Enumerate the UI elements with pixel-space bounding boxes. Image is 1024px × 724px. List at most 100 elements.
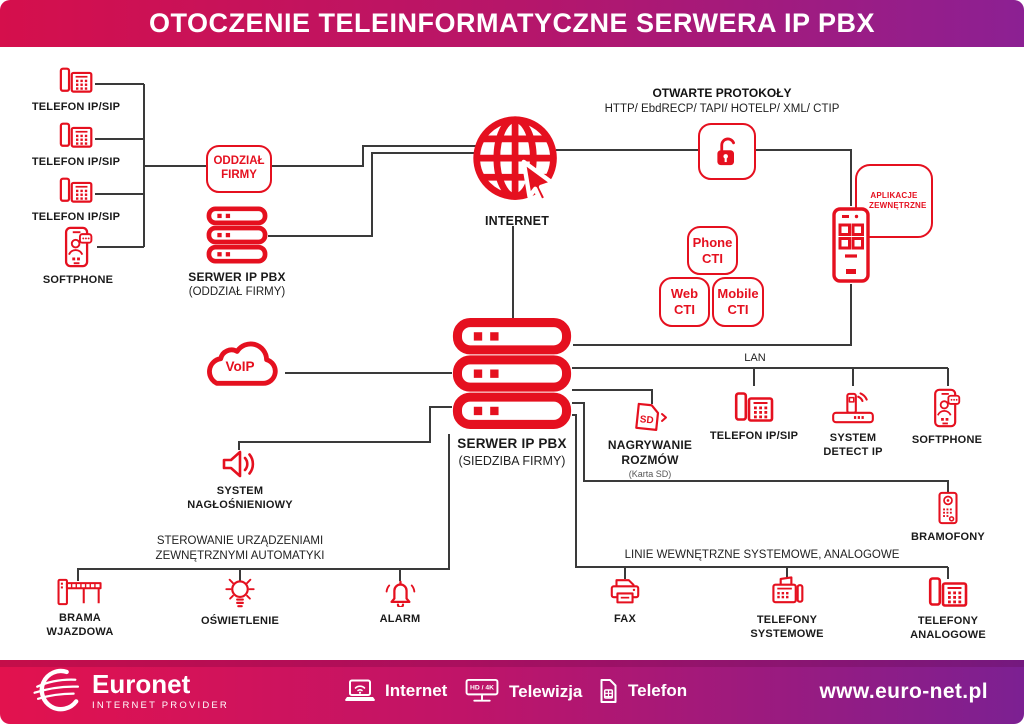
open-padlock-icon <box>717 137 735 165</box>
door-intercom-icon <box>938 491 958 525</box>
device-label: TELEFON IP/SIP <box>709 430 799 442</box>
wire-internet-lock-apps <box>556 149 852 206</box>
gate-label: BRAMA WJAZDOWA <box>46 612 114 638</box>
pa-system-label: SYSTEM NAGŁOŚNIENIOWY <box>187 485 293 511</box>
phone-cti-label: Phone CTI <box>692 234 733 266</box>
device-label: TELEFON IP/SIP <box>31 211 121 223</box>
dect-base-icon <box>832 392 874 424</box>
analog-phones-node: TELEFONY ANALOGOWE <box>893 577 1003 643</box>
brand-name: Euronet <box>92 669 191 699</box>
wire-automation <box>77 434 450 581</box>
protocols-title: OTWARTE PROTOKOŁY <box>652 86 792 100</box>
voip-cloud-icon: VoIP <box>207 341 278 386</box>
page-title: OTOCZENIE TELEINFORMATYCZNE SERWERA IP P… <box>148 8 876 38</box>
barrier-gate-icon <box>57 578 102 606</box>
footer-bar: Euronet INTERNET PROVIDER Internet HD / … <box>0 660 1024 724</box>
main-server-subtitle: (SIEDZIBA FIRMY) <box>458 453 566 468</box>
device-label: SOFTPHONE <box>42 274 114 286</box>
server-icon <box>452 317 572 430</box>
desk-phone-icon <box>59 177 93 205</box>
branch-phone-1: TELEFON IP/SIP <box>21 67 131 115</box>
server-subtitle: (ODDZIAŁ FIRMY) <box>188 286 286 298</box>
desk-phone-icon <box>59 122 93 150</box>
cursor-arrow-icon <box>521 159 555 204</box>
web-cti-label: Web CTI <box>670 286 699 317</box>
wire-branch-server-to-internet <box>268 152 479 237</box>
lighting-label: OŚWIETLENIE <box>201 615 279 627</box>
branch-office-box: ODDZIAŁ FIRMY <box>206 145 272 193</box>
light-bulb-icon <box>225 578 255 608</box>
fax-node: FAX <box>585 577 665 627</box>
wire-apps-to-server <box>573 284 852 346</box>
website-url: www.euro-net.pl <box>819 680 988 703</box>
system-phones-node: TELEFONY SYSTEMOWE <box>732 575 842 642</box>
internal-lines-caption: LINIE WEWNĘTRZNE SYSTEMOWE, ANALOGOWE <box>624 549 900 561</box>
wire-server-to-pa <box>238 406 452 450</box>
branch-phone-3: TELEFON IP/SIP <box>21 177 131 225</box>
server-title: SERWER IP PBX <box>188 270 286 284</box>
protocols-caption: OTWARTE PROTOKOŁY HTTP/ EbdRECP/ TAPI/ H… <box>557 86 887 117</box>
branch-softphone: SOFTPHONE <box>23 226 133 288</box>
recording-node: SD NAGRYWANIE ROZMÓW (Karta SD) <box>603 402 698 479</box>
wire-server-to-bramofony <box>572 402 949 492</box>
automation-caption: STEROWANIE URZĄDZENIAMI ZEWNĘTRZNYMI AUT… <box>155 535 325 562</box>
branch-server: SERWER IP PBX (ODDZIAŁ FIRMY) <box>172 206 302 300</box>
analog-phones-label: TELEFONY ANALOGOWE <box>910 615 986 641</box>
lan-softphone: SOFTPHONE <box>897 388 997 448</box>
voip-label: VoIP <box>225 359 254 374</box>
branch-office-label: ODDZIAŁ FIRMY <box>213 155 265 181</box>
alarm-node: ALARM <box>355 577 445 627</box>
brand-subtitle: INTERNET PROVIDER <box>92 700 229 711</box>
service-phone-label: Telefon <box>628 681 688 700</box>
sd-badge: SD <box>639 414 654 426</box>
web-cti-box: Web CTI <box>659 277 710 327</box>
diagram-canvas: TELEFON IP/SIP TELEFON IP/SIP TELEFON IP… <box>0 47 1024 660</box>
lan-detect-ip: SYSTEM DETECT IP <box>813 392 893 460</box>
wire-server-to-sd <box>572 389 653 404</box>
fax-label: FAX <box>614 613 636 625</box>
softphone-icon <box>933 388 961 428</box>
system-phone-icon <box>772 576 804 604</box>
service-phone: Telefon <box>598 678 687 704</box>
lan-phone: TELEFON IP/SIP <box>699 392 809 444</box>
service-tv: HD / 4K Telewizja <box>464 678 582 705</box>
lighting-node: OŚWIETLENIE <box>185 575 295 629</box>
internet-globe-icon <box>473 116 557 204</box>
external-apps-label: APLIKACJE ZEWNĘTRZNE <box>869 191 927 210</box>
internet-label: INTERNET <box>484 214 550 228</box>
service-internet-label: Internet <box>385 680 448 700</box>
bramofony-node: BRAMOFONY <box>898 491 998 545</box>
smartphone-apps-icon <box>832 207 870 283</box>
alarm-bell-icon <box>385 580 416 607</box>
mobile-cti-box: Mobile CTI <box>712 277 764 327</box>
open-protocols-lock-box <box>698 123 756 180</box>
service-tv-label: Telewizja <box>509 681 583 701</box>
device-label: TELEFON IP/SIP <box>31 101 121 113</box>
desk-phone-icon <box>59 67 93 95</box>
softphone-icon <box>64 226 93 268</box>
service-internet: Internet <box>344 678 447 703</box>
sd-card-icon: SD <box>634 402 667 431</box>
sim-card-icon <box>600 679 617 703</box>
wire-office-to-internet <box>268 145 478 167</box>
header-banner: OTOCZENIE TELEINFORMATYCZNE SERWERA IP P… <box>0 0 1024 47</box>
phone-cti-box: Phone CTI <box>687 226 738 275</box>
main-server: SERWER IP PBX (SIEDZIBA FIRMY) <box>437 317 587 469</box>
gate-node: BRAMA WJAZDOWA <box>35 578 125 640</box>
euronet-logo-icon <box>33 668 80 712</box>
brand-logo: Euronet INTERNET PROVIDER <box>32 668 229 714</box>
wire-internal-lines <box>572 414 949 579</box>
main-server-title: SERWER IP PBX <box>457 436 567 451</box>
loudspeaker-icon <box>222 450 255 478</box>
desk-phone-icon <box>734 392 774 424</box>
branch-phone-2: TELEFON IP/SIP <box>21 122 131 170</box>
recording-subtitle: (Karta SD) <box>628 469 672 479</box>
pa-system-node: SYSTEM NAGŁOŚNIENIOWY <box>180 449 300 513</box>
desk-phone-icon <box>927 577 969 609</box>
system-phones-label: TELEFONY SYSTEMOWE <box>750 614 824 640</box>
voip-node: VoIP <box>195 335 285 393</box>
device-label: TELEFON IP/SIP <box>31 156 121 168</box>
fax-printer-icon <box>610 579 640 604</box>
